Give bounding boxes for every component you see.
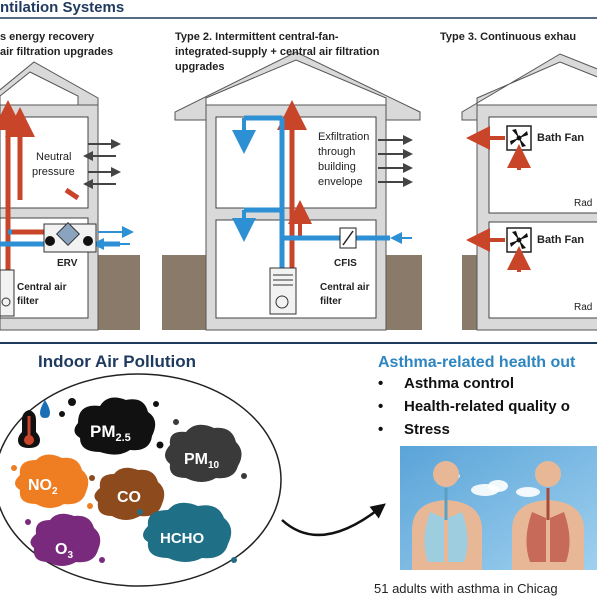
o3-cloud: [25, 513, 105, 566]
house-type1: [0, 61, 134, 331]
pollution-title: Indoor Air Pollution: [38, 352, 196, 371]
outcome-item-2: Health-related quality o: [404, 398, 570, 415]
outcomes-title: Asthma-related health out: [378, 354, 576, 371]
thermometer-droplet-icon: [18, 400, 50, 448]
pm10-label: PM10: [184, 451, 220, 471]
exfiltration-line3: building: [318, 161, 356, 173]
type2-heading-line2: integrated-supply + central air filtrati…: [175, 46, 380, 58]
bullet-1: •: [378, 375, 383, 392]
bullet-3: •: [378, 421, 383, 438]
house-type3: [461, 53, 597, 331]
exfiltration-line4: envelope: [318, 176, 363, 188]
outcome-item-1: Asthma control: [404, 375, 514, 392]
co-label: CO: [117, 489, 141, 506]
no2-label: NO2: [28, 477, 58, 497]
hcho-cloud: [137, 502, 237, 563]
type1-filter-line1: Central air: [17, 282, 67, 293]
bath-fan-upper-label: Bath Fan: [537, 132, 584, 144]
type2-heading-line3: upgrades: [175, 61, 225, 73]
bath-fan-lower-label: Bath Fan: [537, 234, 584, 246]
outcome-item-3: Stress: [404, 421, 450, 438]
ground-2a: [162, 255, 206, 330]
type2-filter-line2: filter: [320, 296, 342, 307]
ventilation-title: ntilation Systems: [0, 0, 124, 16]
rad-lower-label: Rad: [574, 302, 592, 313]
cfis-label: CFIS: [334, 258, 357, 269]
type1-filter-line2: filter: [17, 296, 39, 307]
type1-heading-line2: air filtration upgrades: [0, 46, 113, 58]
hcho-label: HCHO: [160, 530, 204, 547]
lungs-illustration: [400, 446, 597, 570]
erv-label: ERV: [57, 258, 78, 269]
exfiltration-line1: Exfiltration: [318, 131, 369, 143]
type2-heading-line1: Type 2. Intermittent central-fan-: [175, 31, 339, 43]
o3-label: O3: [55, 541, 73, 561]
rad-upper-label: Rad: [574, 198, 592, 209]
neutral-label-line2: pressure: [32, 166, 75, 178]
ground-2b: [382, 255, 422, 330]
neutral-label-line1: Neutral: [36, 151, 71, 163]
house-type2: [174, 51, 421, 331]
bullet-2: •: [378, 398, 383, 415]
pm10-cloud: [165, 419, 247, 482]
no2-cloud: [11, 454, 93, 509]
ground-3: [462, 255, 477, 330]
exfiltration-line2: through: [318, 146, 355, 158]
type2-filter-line1: Central air: [320, 282, 370, 293]
pm25-label: PM2.5: [90, 422, 131, 444]
curved-arrow: [281, 503, 386, 537]
ground-1b: [98, 255, 140, 330]
type1-heading-line1: s energy recovery: [0, 31, 95, 43]
study-caption: 51 adults with asthma in Chicag: [374, 581, 558, 596]
type3-heading: Type 3. Continuous exhau: [440, 31, 576, 43]
pm25-cloud: [59, 397, 164, 455]
